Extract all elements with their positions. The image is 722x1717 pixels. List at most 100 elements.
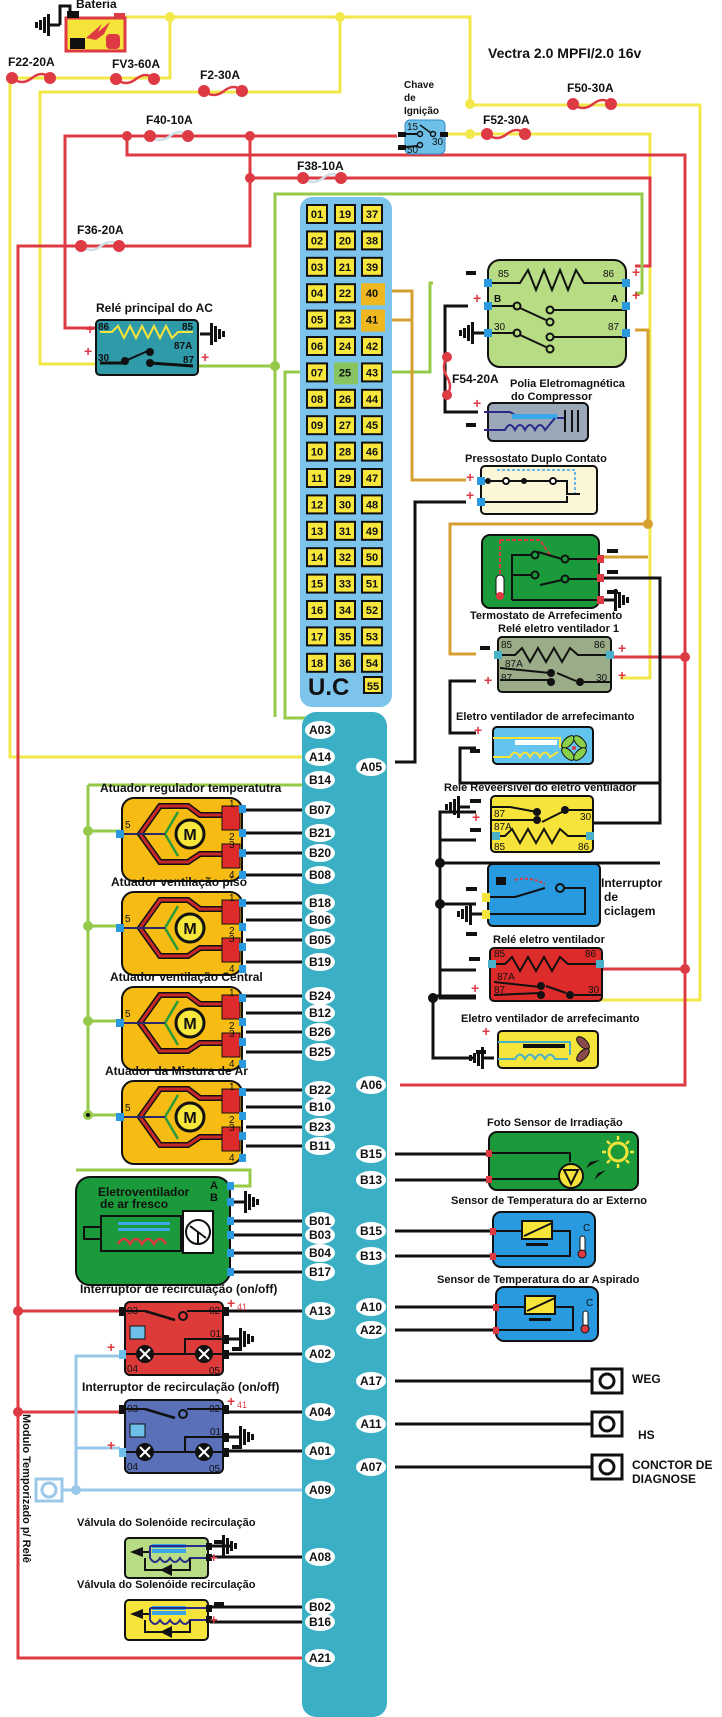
module-pin-b07[interactable]: B07 — [305, 801, 335, 819]
ecu-pin-21[interactable]: 21 — [334, 256, 356, 277]
ecu-pin-35[interactable]: 35 — [334, 626, 356, 647]
ecu-pin-10[interactable]: 10 — [306, 441, 328, 462]
ecu-pin-18[interactable]: 18 — [306, 652, 328, 673]
module-pin-b23[interactable]: B23 — [305, 1118, 335, 1136]
module-pin-b01[interactable]: B01 — [305, 1212, 335, 1230]
module-pin-b21[interactable]: B21 — [305, 824, 335, 842]
ecu-pin-42[interactable]: 42 — [361, 336, 383, 356]
module-pin-right-b13[interactable]: B13 — [356, 1171, 386, 1189]
module-pin-right-b13[interactable]: B13 — [356, 1247, 386, 1265]
ecu-pin-39[interactable]: 39 — [361, 256, 383, 277]
module-pin-a09[interactable]: A09 — [305, 1481, 335, 1499]
ecu-pin-37[interactable]: 37 — [361, 204, 383, 224]
module-pin-a14[interactable]: A14 — [305, 748, 335, 766]
module-pin-right-a11[interactable]: A11 — [356, 1415, 386, 1433]
ecu-pin-29[interactable]: 29 — [334, 468, 356, 488]
ecu-pin-38[interactable]: 38 — [361, 230, 383, 251]
ecu-pin-04[interactable]: 04 — [306, 283, 328, 304]
module-pin-b10[interactable]: B10 — [305, 1098, 335, 1116]
ecu-pin-47[interactable]: 47 — [361, 468, 383, 488]
ecu-pin-31[interactable]: 31 — [334, 520, 356, 541]
ecu-pin-02[interactable]: 02 — [306, 230, 328, 251]
ecu-pin-20[interactable]: 20 — [334, 230, 356, 251]
ecu-pin-41[interactable]: 41 — [361, 309, 385, 332]
ecu-pin-52[interactable]: 52 — [361, 600, 383, 620]
module-pin-right-b15[interactable]: B15 — [356, 1222, 386, 1240]
module-pin-b04[interactable]: B04 — [305, 1244, 335, 1262]
ecu-pin-32[interactable]: 32 — [334, 547, 356, 568]
ecu-pin-27[interactable]: 27 — [334, 415, 356, 436]
module-pin-b03[interactable]: B03 — [305, 1226, 335, 1244]
ecu-pin-45[interactable]: 45 — [361, 415, 383, 436]
ecu-pin-51[interactable]: 51 — [361, 573, 383, 594]
module-pin-a13[interactable]: A13 — [305, 1302, 335, 1320]
module-pin-right-b15[interactable]: B15 — [356, 1145, 386, 1163]
module-pin-b12[interactable]: B12 — [305, 1004, 335, 1022]
module-pin-b06[interactable]: B06 — [305, 911, 335, 929]
ecu-pin-08[interactable]: 08 — [306, 388, 328, 409]
module-pin-b16[interactable]: B16 — [305, 1613, 335, 1631]
ecu-pin-26[interactable]: 26 — [334, 388, 356, 409]
module-pin-b22[interactable]: B22 — [305, 1081, 335, 1099]
module-pin-b25[interactable]: B25 — [305, 1043, 335, 1061]
ecu-pin-53[interactable]: 53 — [361, 626, 383, 647]
ecu-pin-16[interactable]: 16 — [306, 600, 328, 620]
ecu-pin-07[interactable]: 07 — [306, 362, 328, 383]
ecu-pin-55[interactable]: 55 — [367, 681, 379, 693]
ecu-pin-36[interactable]: 36 — [334, 652, 356, 673]
ecu-pin-54[interactable]: 54 — [361, 652, 383, 673]
module-pin-right-a06[interactable]: A06 — [356, 1076, 386, 1094]
module-pin-b18[interactable]: B18 — [305, 894, 335, 912]
ecu-pin-19[interactable]: 19 — [334, 204, 356, 224]
module-pin-b14[interactable]: B14 — [305, 771, 335, 789]
compressor-relay-pin-85: 85 — [498, 269, 510, 280]
ecu-pin-01[interactable]: 01 — [306, 204, 328, 224]
ecu-pin-28[interactable]: 28 — [334, 441, 356, 462]
ecu-pin-30[interactable]: 30 — [334, 494, 356, 515]
ecu-pin-03[interactable]: 03 — [306, 256, 328, 277]
module-pin-b20[interactable]: B20 — [305, 844, 335, 862]
ecu-pin-11[interactable]: 11 — [306, 468, 328, 488]
ecu-pin-49[interactable]: 49 — [361, 520, 383, 541]
module-pin-b24[interactable]: B24 — [305, 987, 335, 1005]
ecu-pin-05[interactable]: 05 — [306, 309, 328, 330]
ecu-pin-40[interactable]: 40 — [361, 283, 385, 306]
ecu-pin-12[interactable]: 12 — [306, 494, 328, 515]
module-pin-right-a05[interactable]: A05 — [356, 758, 386, 776]
module-pin-right-a07[interactable]: A07 — [356, 1458, 386, 1476]
module-pin-a03[interactable]: A03 — [305, 721, 335, 739]
module-pin-a04[interactable]: A04 — [305, 1403, 335, 1421]
module-pin-right-a22[interactable]: A22 — [356, 1321, 386, 1339]
ecu-pin-09[interactable]: 09 — [306, 415, 328, 436]
ecu-pin-17[interactable]: 17 — [306, 626, 328, 647]
ecu-pin-43[interactable]: 43 — [361, 362, 383, 383]
reversible-relay-pin-86: 86 — [578, 842, 590, 853]
module-pin-right-a17[interactable]: A17 — [356, 1372, 386, 1390]
ecu-pin-25[interactable]: 25 — [334, 362, 358, 385]
ecu-pin-22[interactable]: 22 — [334, 283, 356, 304]
ecu-pin-24[interactable]: 24 — [334, 336, 356, 356]
ecu-pin-23[interactable]: 23 — [334, 309, 356, 330]
module-pin-b11[interactable]: B11 — [305, 1137, 335, 1155]
ecu-pin-44[interactable]: 44 — [361, 388, 383, 409]
ecu-pin-46[interactable]: 46 — [361, 441, 383, 462]
module-pin-b02[interactable]: B02 — [305, 1598, 335, 1616]
ecu-pin-48[interactable]: 48 — [361, 494, 383, 515]
ecu-pin-33[interactable]: 33 — [334, 573, 356, 594]
module-pin-b26[interactable]: B26 — [305, 1023, 335, 1041]
ecu-pin-13[interactable]: 13 — [306, 520, 328, 541]
module-pin-b05[interactable]: B05 — [305, 931, 335, 949]
module-pin-a21[interactable]: A21 — [305, 1649, 335, 1667]
module-pin-a08[interactable]: A08 — [305, 1548, 335, 1566]
ecu-pin-50[interactable]: 50 — [361, 547, 383, 568]
module-pin-b19[interactable]: B19 — [305, 953, 335, 971]
module-pin-a01[interactable]: A01 — [305, 1442, 335, 1460]
ecu-pin-06[interactable]: 06 — [306, 336, 328, 356]
module-pin-b08[interactable]: B08 — [305, 866, 335, 884]
module-pin-a02[interactable]: A02 — [305, 1345, 335, 1363]
module-pin-right-a10[interactable]: A10 — [356, 1298, 386, 1316]
ecu-pin-14[interactable]: 14 — [306, 547, 328, 568]
module-pin-b17[interactable]: B17 — [305, 1263, 335, 1281]
ecu-pin-15[interactable]: 15 — [306, 573, 328, 594]
ecu-pin-34[interactable]: 34 — [334, 600, 356, 620]
